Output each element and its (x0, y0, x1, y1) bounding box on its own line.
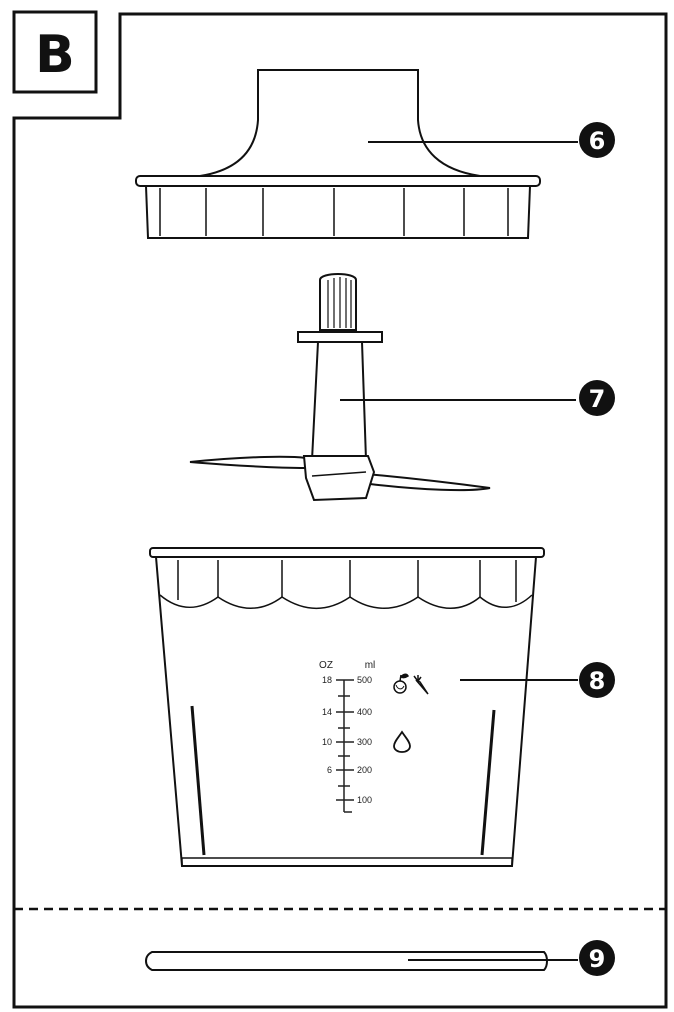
ml-tick-label: 500 (357, 675, 372, 685)
callout-6-number: 6 (589, 127, 606, 155)
panel-label-box (12, 10, 98, 94)
callout-9-number: 9 (589, 945, 606, 973)
ml-tick-label: 200 (357, 765, 372, 775)
oz-tick-label: 14 (322, 707, 332, 717)
lid (135, 69, 541, 239)
ml-tick-label: 400 (357, 707, 372, 717)
carrot-icon (413, 675, 429, 695)
callout-8-number: 8 (589, 667, 606, 695)
measurement-scale (336, 679, 354, 813)
callout-7-number: 7 (589, 385, 606, 413)
callout-8: 8 (579, 662, 615, 698)
water-drop-icon (393, 730, 411, 753)
anti-slip-mat (145, 951, 548, 971)
bowl (149, 547, 545, 867)
panel-label: B (35, 25, 75, 85)
outer-frame (12, 12, 668, 1009)
blade-assembly (189, 273, 491, 502)
oz-heading: OZ (319, 660, 333, 671)
oz-tick-label: 10 (322, 737, 332, 747)
ml-tick-label: 100 (357, 795, 372, 805)
callout-6: 6 (579, 122, 615, 158)
oz-tick-label: 6 (327, 765, 332, 775)
ml-tick-label: 300 (357, 737, 372, 747)
callout-9: 9 (579, 940, 615, 976)
ml-heading: ml (365, 660, 376, 671)
fruit-icon (393, 673, 409, 694)
oz-tick-label: 18 (322, 675, 332, 685)
callout-7: 7 (579, 380, 615, 416)
